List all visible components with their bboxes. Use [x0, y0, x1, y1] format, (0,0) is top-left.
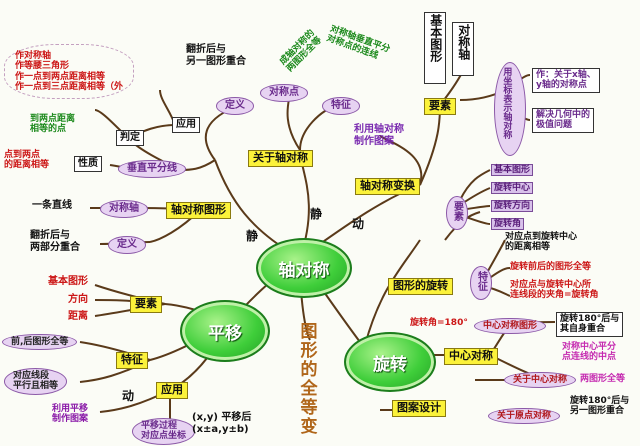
- rotation-feature-c: 对应点与旋转中心所 连线段的夹角=旋转角: [510, 280, 599, 301]
- axial-definition-text: 翻折后与 另一图形重合: [186, 44, 246, 67]
- axial-elements-box: 要素: [424, 98, 456, 115]
- midpoint-note: 对称中心平分 点连线的中点: [562, 342, 617, 363]
- translation-el-2: 方向: [68, 294, 88, 305]
- element-basic-figure: 基本图形: [424, 12, 446, 84]
- translation-cloud: 平移: [180, 300, 270, 362]
- def-oval: 定义: [108, 236, 146, 254]
- translation-process: 平移过程 对应点坐标: [132, 418, 196, 445]
- rotation-el-4: 旋转角: [491, 218, 525, 231]
- central-fig-oval: 中心对称图形: [474, 318, 547, 335]
- rotation-angle: 旋转角=180°: [410, 318, 468, 328]
- left-red-note: 作对称轴 作等腰三角形 作一点到两点距离相等 作一点到三点距离相等（外: [4, 44, 135, 100]
- rotation-elements-oval: 要素: [446, 196, 468, 230]
- coord-oval: 用坐标表示轴对称: [494, 62, 526, 156]
- axial-feature-oval: 特征: [322, 97, 360, 115]
- figure-box: 轴对称图形: [166, 202, 231, 219]
- translation-el-1: 基本图形: [48, 276, 88, 287]
- translation-feature-b: 对应线段 平行且相等: [4, 368, 68, 395]
- equal-dist-note: 点到两点 的距离相等: [4, 150, 50, 171]
- fold-text: 翻折后与 两部分重合: [30, 230, 80, 253]
- line-text: 一条直线: [32, 200, 72, 211]
- axial-transform-box: 轴对称变换: [355, 178, 420, 195]
- about-origin-oval: 关于原点对称: [488, 408, 561, 425]
- translation-apply-box: 应用: [156, 382, 188, 399]
- translation-feature-box: 特征: [116, 352, 148, 369]
- rotation-figure-box: 图形的旋转: [388, 278, 453, 295]
- axial-definition-oval: 定义: [216, 97, 254, 115]
- rotation-feature-b: 旋转前后的图形全等: [510, 262, 592, 272]
- translation-elements-box: 要素: [130, 296, 162, 313]
- coord-item-2: 解决几何中的 极值问题: [532, 108, 595, 133]
- property-box: 性质: [74, 156, 102, 172]
- rotation-el-3: 旋转方向: [491, 200, 534, 213]
- transform-note: 利用轴对称 制作图案: [354, 124, 404, 147]
- self-coincide: 旋转180°后与 其自身重合: [556, 312, 624, 337]
- rotation-cloud: 旋转: [344, 332, 436, 392]
- dynamic-1: 动: [352, 217, 365, 231]
- center-label: 轴对称: [278, 260, 330, 281]
- rotation-label: 旋转: [373, 354, 407, 375]
- element-sym-axis: 对称轴: [452, 22, 474, 76]
- rotation-feature-a: 对应点到旋转中心 的距离相等: [505, 232, 578, 253]
- translation-el-3: 距离: [68, 311, 88, 322]
- judge-box: 判定: [116, 130, 144, 146]
- translation-coord: (x,y) 平移后 (x±a,y±b): [192, 412, 252, 435]
- translation-label: 平移: [208, 323, 242, 344]
- translation-dynamic: 动: [122, 389, 135, 403]
- coord-label: 用坐标表示轴对称: [501, 67, 512, 139]
- rotation-feature-oval: 特征: [470, 266, 492, 300]
- rotation-feature-label: 特征: [475, 271, 487, 291]
- translation-feature-a: 前,后图形全等: [2, 334, 78, 351]
- pattern-box: 图案设计: [392, 400, 446, 417]
- rotation-el-2: 旋转中心: [491, 182, 534, 195]
- two-fig: 两图形全等: [580, 374, 626, 384]
- center-cloud: 轴对称: [256, 238, 352, 298]
- apply-box: 应用: [172, 117, 200, 133]
- coord-item-1: 作：关于x轴、 y轴的对称点: [532, 68, 600, 93]
- about-center-oval: 关于中心对称: [504, 372, 577, 389]
- static-1: 静: [310, 207, 323, 221]
- judge-note: 到两点距离 相等的点: [30, 114, 76, 135]
- translation-apply-a: 利用平移 制作图案: [52, 404, 89, 425]
- rotate-other: 旋转180°后与 另一图形重合: [570, 396, 630, 417]
- rotation-elements-label: 要素: [451, 201, 463, 221]
- perp-bisector-oval: 垂直平分线: [118, 160, 186, 178]
- rotation-el-1: 基本图形: [491, 164, 534, 177]
- center-vertical-title: 图形的全等变: [296, 322, 317, 436]
- axial-sym-point-oval: 对称点: [260, 84, 308, 102]
- central-box: 中心对称: [444, 348, 498, 365]
- static-2: 静: [246, 229, 259, 243]
- sym-axis-oval: 对称轴: [100, 200, 148, 218]
- axial-title-box: 关于轴对称: [248, 150, 313, 167]
